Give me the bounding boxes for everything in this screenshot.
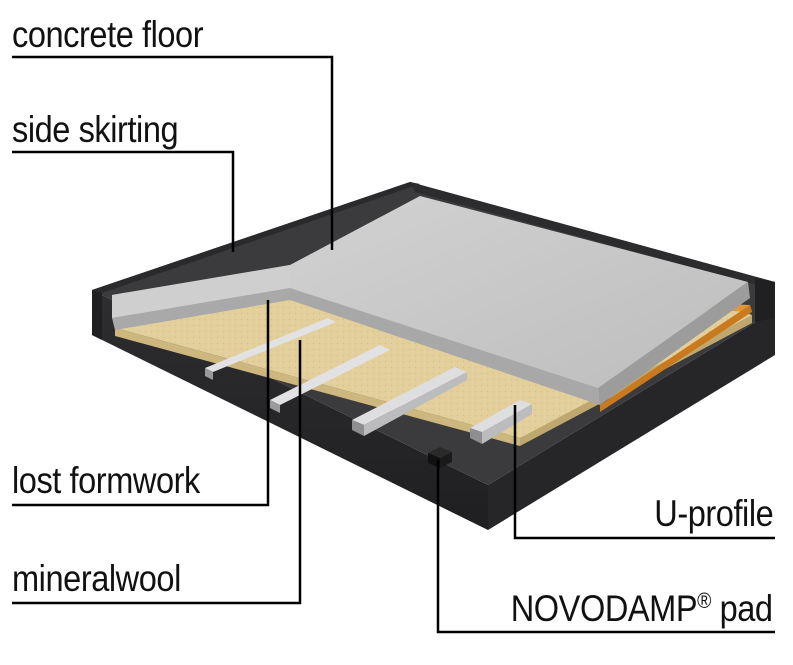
label-lost-formwork: lost formwork xyxy=(12,460,200,501)
label-concrete-floor: concrete floor xyxy=(12,14,204,55)
label-u-profile: U-profile xyxy=(653,493,774,534)
novodamp-name: NOVODAMP xyxy=(511,588,698,629)
leader-lines xyxy=(12,55,775,634)
u-profile-1 xyxy=(205,318,336,380)
leader-mineralwool xyxy=(12,340,302,605)
u-profile-4 xyxy=(470,400,532,444)
leader-lost-formwork xyxy=(12,300,270,507)
label-novodamp-pad: NOVODAMP® pad xyxy=(511,588,773,629)
leader-concrete-floor xyxy=(12,55,334,250)
label-side-skirting: side skirting xyxy=(12,109,179,150)
u-profile-3 xyxy=(352,367,467,436)
side-skirting xyxy=(92,182,775,340)
leader-novodamp-pad xyxy=(436,460,775,634)
leader-side-skirting xyxy=(12,150,235,252)
label-mineralwool: mineralwool xyxy=(12,558,181,599)
concrete-floor-slab xyxy=(112,196,750,405)
registered-mark: ® xyxy=(697,588,712,613)
novodamp-suffix: pad xyxy=(711,588,773,629)
leader-u-profile xyxy=(513,405,775,540)
